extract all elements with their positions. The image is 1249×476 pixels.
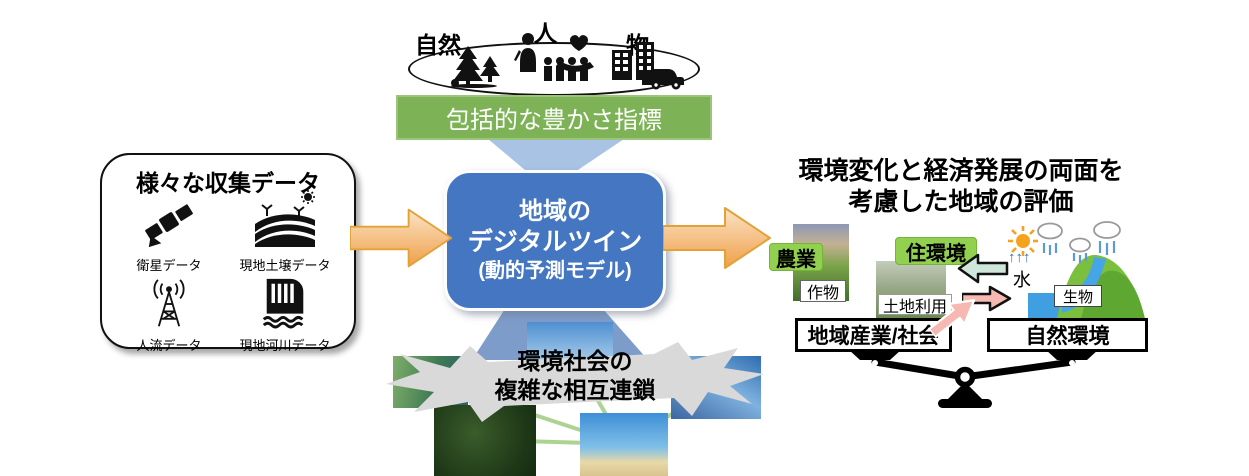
industry-society-box: 地域産業/社会: [795, 318, 952, 352]
living-env-label: 住環境: [895, 237, 977, 265]
satellite-icon: [145, 204, 193, 248]
data-item-label: 現地土壌データ: [239, 258, 331, 273]
land-use-label: 土地利用: [878, 294, 952, 316]
data-item-river: 現地河川データ: [226, 277, 344, 354]
data-item-label: 衛星データ: [136, 258, 202, 273]
crops-label: 作物: [800, 280, 846, 302]
evaluation-title-line1: 環境変化と経済発展の両面を: [798, 157, 1124, 185]
arrow-nature-to-society: [957, 253, 1009, 284]
sun-icon: [1008, 226, 1038, 256]
indicator-banner: 包括的な豊かさ指標: [396, 95, 712, 140]
evaluation-title: 環境変化と経済発展の両面を 考慮した地域の評価: [768, 156, 1154, 218]
collected-data-box: 様々な収集データ 衛星データ: [100, 153, 356, 353]
data-item-label: 現地河川データ: [239, 338, 331, 353]
natural-environment-box: 自然環境: [987, 318, 1148, 352]
data-item-soil: 現地土壌データ: [226, 189, 344, 274]
core-line1: 地域の: [519, 197, 591, 225]
balance-scale-icon: [848, 349, 1099, 408]
core-line2: デジタルツイン: [467, 227, 643, 256]
arrow-diagonal-impact: [927, 299, 976, 339]
data-item-label: 人流データ: [136, 338, 202, 353]
trees-icon: [451, 46, 500, 88]
rain-clouds-icon: [1037, 221, 1121, 263]
photo-beach: [580, 413, 668, 476]
arrow-core-to-evaluation: [663, 207, 771, 269]
antenna-icon: [153, 279, 185, 327]
ellipse-label-people: 人: [534, 20, 557, 46]
interlink-line1: 環境社会の: [517, 348, 633, 374]
ellipse-label-nature: 自然: [415, 32, 461, 58]
soil-field-icon: [255, 190, 315, 247]
interlink-burst: [386, 342, 764, 422]
buildings-car-icon: [612, 42, 684, 90]
digital-twin-box: 地域の デジタルツイン (動的予測モデル): [444, 170, 666, 311]
data-item-satellite: 衛星データ: [110, 199, 228, 274]
funnel-down: [488, 139, 624, 171]
people-heart-icon: [514, 33, 594, 81]
data-item-people-flow: 人流データ: [110, 279, 228, 354]
organisms-label: 生物: [1054, 285, 1102, 307]
agriculture-label: 農業: [769, 243, 823, 271]
interlink-line2: 複雑な相互連鎖: [494, 377, 656, 403]
dam-river-icon: [262, 278, 304, 329]
interlink-text: 環境社会の 複雑な相互連鎖: [420, 347, 730, 405]
arrow-input-to-core: [350, 208, 453, 268]
collected-data-title: 様々な収集データ: [136, 170, 320, 196]
core-line3: (動的予測モデル): [478, 259, 632, 282]
evaluation-title-line2: 考慮した地域の評価: [848, 188, 1074, 216]
water-label: 水: [1013, 270, 1031, 290]
up-arrows-icon: ↑↑↑: [1008, 249, 1031, 266]
